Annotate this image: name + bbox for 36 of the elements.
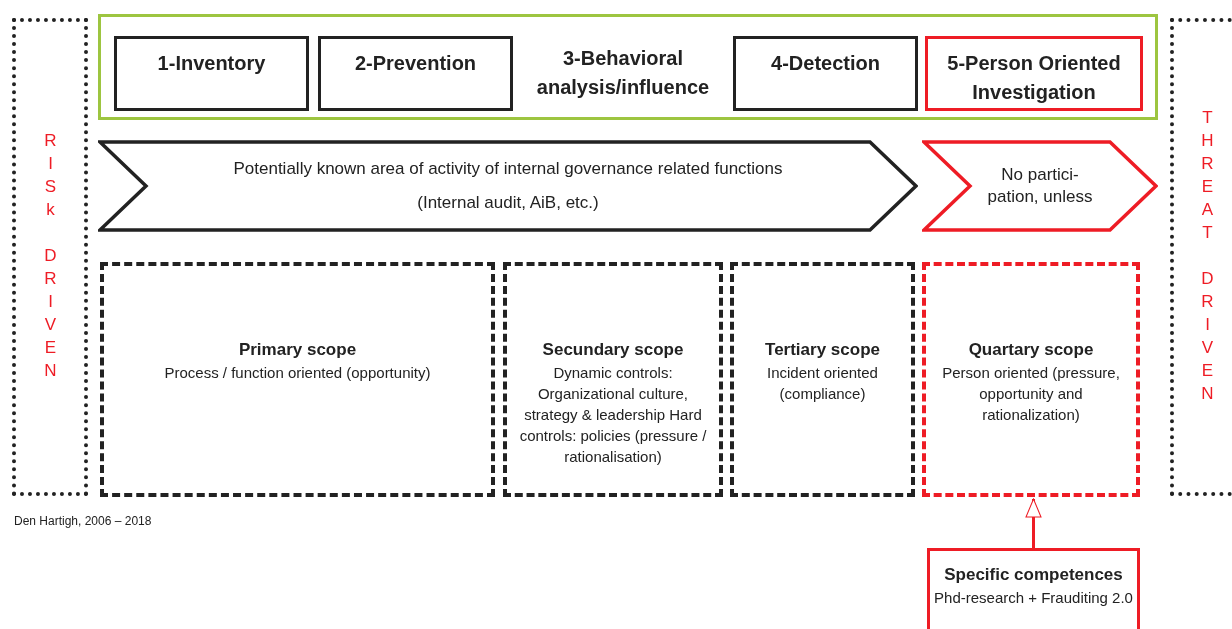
dotted-band [12,18,88,496]
phase-title: 5-Person Oriented Investigation [946,51,1122,105]
scope-box [730,262,915,497]
scope-description: Person oriented (pressure, opportunity and rationalization) [941,363,1121,425]
phase-box [733,36,918,111]
scope-description: Incident oriented (compliance) [766,363,879,404]
arrow [1025,498,1042,548]
scope-box [922,262,1140,497]
scope-title: Quartary scope [968,339,1094,361]
phase-title: 2-Prevention [354,51,477,76]
arrow-text: Potentially known area of activity of internal governance related functions [233,158,783,180]
phase-box [925,36,1143,111]
scope-title: Secundary scope [542,339,684,361]
vertical-label: RISk DRIVEN [40,130,60,384]
scope-title: Primary scope [238,339,357,361]
arrow-note: (Internal audit, AiB, etc.) [417,192,599,214]
phase-title: 1-Inventory [157,51,266,76]
scope-description: Phd-research + Frauditing 2.0 [934,588,1133,608]
chevron-banner [98,140,918,232]
phase-box [114,36,309,111]
scope-description: Dynamic controls: Organizational culture, strategy & leadership Hard controls: policies (pressure / rationalisation) [518,363,708,467]
phase-title: 4-Detection [771,51,880,76]
scope-title: Specific competences [944,564,1123,586]
phase-box [318,36,513,111]
phase-title: 3-Behavioral analysis/influence [535,46,711,100]
source-note: Den Hartigh, 2006 – 2018 [14,514,152,528]
phase-panel [98,14,1158,120]
scope-box [503,262,723,497]
vertical-label: THREAT DRIVEN [1197,107,1217,407]
scope-title: Tertiary scope [765,339,880,361]
scope-box [100,262,495,497]
competences-box [927,548,1140,629]
scope-description: Process / function oriented (opportunity) [164,363,431,383]
arrow-text: No partici- pation, unless [986,164,1094,208]
dotted-band [1170,18,1232,496]
chevron-banner [922,140,1158,232]
